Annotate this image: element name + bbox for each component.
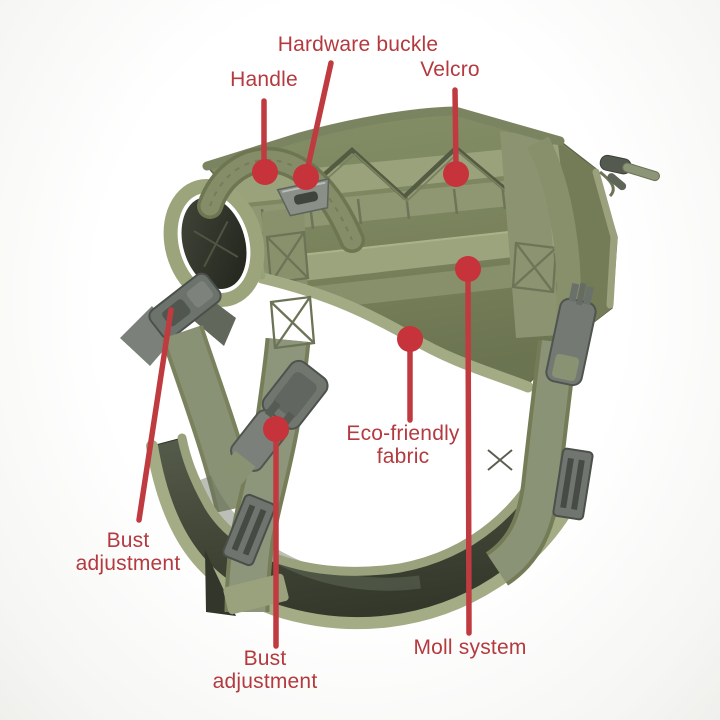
neck-pad: [163, 179, 265, 307]
marker-dot-velcro: [443, 161, 469, 187]
body-right-trim: [592, 168, 618, 309]
leader-line-velcro: [452, 87, 459, 171]
label-hardware-buckle: Hardware buckle: [277, 33, 439, 56]
marker-dot-hardware-buckle: [293, 164, 319, 190]
body-top-trim: [202, 106, 565, 171]
marker-dot-eco-friendly-fabric: [397, 326, 423, 352]
label-velcro: Velcro: [420, 58, 480, 81]
handle-strap: [197, 146, 365, 253]
center-strap-slider: [222, 493, 276, 567]
label-moll-system: Moll system: [413, 636, 527, 659]
marker-dot-moll-system: [455, 256, 481, 282]
label-bust-adjustment-bottom: Bust adjustment: [212, 647, 318, 693]
label-eco-friendly-fabric: Eco-friendly fabric: [346, 422, 460, 468]
cord-lock-toggle: [599, 154, 660, 198]
leader-line-hardware-buckle: [304, 60, 334, 174]
leader-line-bust-adjustment-left: [136, 307, 174, 523]
marker-dot-handle: [252, 159, 278, 185]
right-side-release-buckle: [545, 282, 597, 387]
label-bust-adjustment-left: Bust adjustment: [75, 529, 181, 575]
label-handle: Handle: [230, 68, 298, 91]
marker-dot-bust-adjustment-bottom: [263, 416, 289, 442]
chest-strap-velcro-end: [223, 573, 289, 615]
leader-line-moll-system: [465, 277, 472, 636]
right-strap-slider: [552, 447, 594, 521]
